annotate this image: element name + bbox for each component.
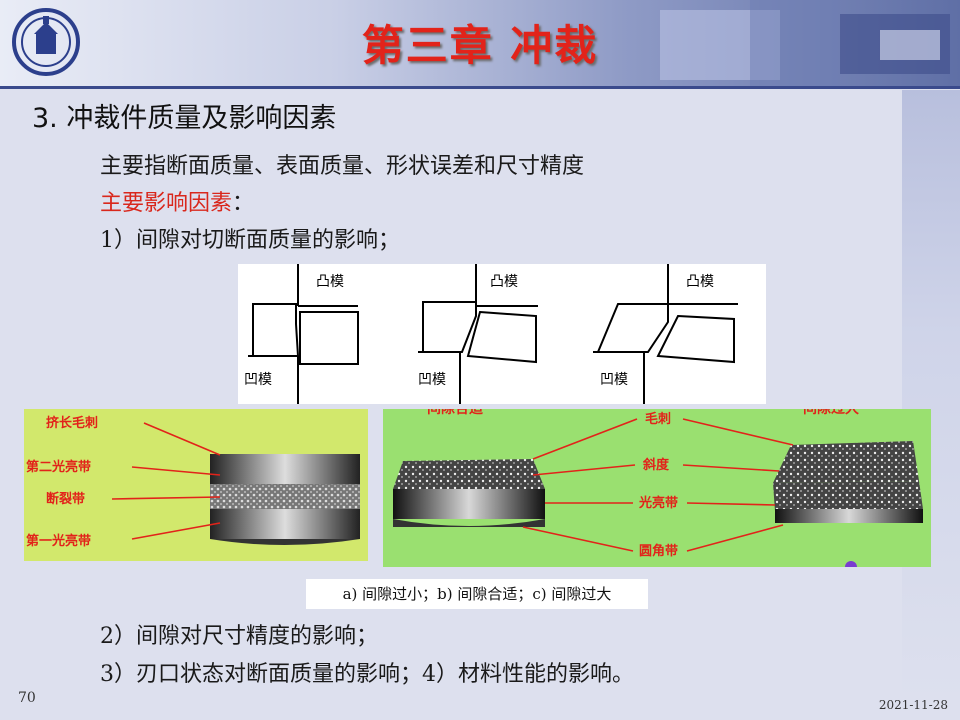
text-line-2: 主要影响因素：: [100, 185, 254, 217]
text-line-4: 2）间隙对尺寸精度的影响；: [100, 624, 378, 649]
text-line-3: 1）间隙对切断面质量的影响；: [100, 228, 400, 253]
page-number: 70: [18, 690, 36, 706]
label-slope: 斜度: [642, 457, 670, 473]
header-band: [0, 0, 960, 86]
clearance-case-large: 凸模 凹模: [593, 264, 738, 404]
text-line-1: 主要指断面质量、表面质量、形状误差和尺寸精度: [100, 154, 585, 179]
highlight-text: 主要影响因素: [100, 191, 233, 216]
footer-date: 2021-11-28: [878, 698, 948, 712]
header-divider: [0, 86, 960, 89]
punch-label: 凸模: [316, 274, 344, 290]
clearance-case-proper: 凸模 凹模: [418, 264, 538, 404]
header-decoration: [660, 0, 950, 86]
label-burnish: 光亮带: [638, 495, 678, 511]
figure-caption: a) 间隙过小；b) 间隙合适；c) 间隙过大: [306, 579, 648, 609]
die-label: 凹模: [244, 372, 272, 388]
zone-label-burr: 挤长毛刺: [46, 415, 98, 431]
chapter-title: 第三章 冲裁: [361, 21, 599, 70]
title-large-clearance: 间隙过大: [803, 409, 859, 417]
title-proper-clearance: 间隙合适: [427, 409, 483, 417]
side-decoration: [902, 90, 960, 700]
die-label: 凹模: [418, 372, 446, 388]
label-burr: 毛刺: [645, 411, 671, 427]
clearance-diagram: 凸模 凹模 凸模 凹模 凸模 凹模: [238, 264, 766, 404]
university-logo: [12, 8, 80, 76]
zone-label-first-burnish: 第一光亮带: [26, 533, 91, 549]
punch-label: 凸模: [686, 274, 714, 290]
text-line-5: 3）刃口状态对断面质量的影响；4）材料性能的影响。: [100, 662, 634, 687]
colon-text: ：: [232, 191, 255, 216]
zone-label-fracture: 断裂带: [46, 491, 85, 507]
punch-label: 凸模: [490, 274, 518, 290]
zone-label-second-burnish: 第二光亮带: [26, 459, 91, 475]
section-title: 3. 冲裁件质量及影响因素: [32, 103, 337, 134]
fracture-zones-diagram: 挤长毛刺 第二光亮带 断裂带 第一光亮带: [24, 409, 368, 561]
clearance-case-small: 凸模 凹模: [244, 264, 359, 404]
die-label: 凹模: [600, 372, 628, 388]
clearance-comparison-diagram: 间隙合适 间隙过大 毛刺 斜度 光亮带 圆角带: [383, 409, 931, 567]
label-rollover: 圆角带: [639, 543, 678, 559]
